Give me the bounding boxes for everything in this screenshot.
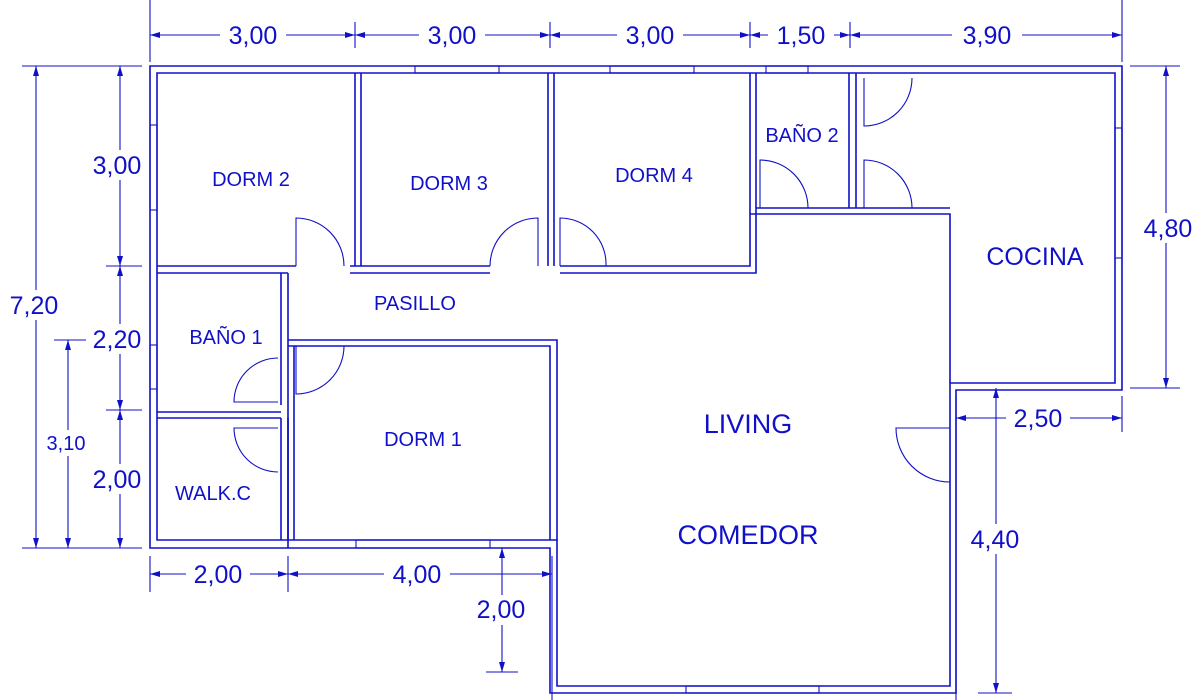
room-dorm4: DORM 4 xyxy=(615,165,693,187)
door-dorm4 xyxy=(559,217,607,267)
room-bano2: BAÑO 2 xyxy=(765,123,838,147)
room-bano1: BAÑO 1 xyxy=(189,325,262,349)
door-living xyxy=(895,427,951,483)
doors xyxy=(233,77,951,483)
dim-right-top: 4,80 xyxy=(1144,215,1193,243)
dim-top-5: 3,90 xyxy=(963,22,1012,50)
partition-bano1-walkc xyxy=(157,411,289,540)
window-bano2 xyxy=(765,65,809,74)
dimension-arrows xyxy=(33,32,1169,693)
dim-left-2: 2,20 xyxy=(93,326,142,354)
door-cocina xyxy=(863,159,913,209)
partition-dorm2-dorm3 xyxy=(354,73,362,266)
room-dorm1: DORM 1 xyxy=(384,429,462,451)
dimension-labels: 3,00 3,00 3,00 1,50 3,90 7,20 3,00 2,20 … xyxy=(2,20,1200,625)
window-cocina xyxy=(1114,127,1123,259)
dim-left-total: 7,20 xyxy=(10,292,59,320)
dim-top-2: 3,00 xyxy=(428,22,477,50)
dim-right-step: 2,50 xyxy=(1014,405,1063,433)
dim-left-3: 2,00 xyxy=(93,466,142,494)
room-dorm2: DORM 2 xyxy=(212,169,290,191)
dim-bottom-1: 2,00 xyxy=(194,561,243,589)
partition-dorm1-top xyxy=(288,345,551,540)
dim-bottom-2: 4,00 xyxy=(393,561,442,589)
room-pasillo: PASILLO xyxy=(374,293,456,315)
window-dorm3 xyxy=(414,65,500,74)
room-walkc: WALK.C xyxy=(175,483,251,505)
room-labels: DORM 2 DORM 3 DORM 4 BAÑO 2 COCINA PASIL… xyxy=(175,123,1084,550)
room-dorm3: DORM 3 xyxy=(410,173,488,195)
door-cocina-top xyxy=(863,77,913,127)
window-dorm2 xyxy=(149,124,158,211)
bedrooms-bottom-wall-inner xyxy=(157,207,950,274)
dim-bottom-offset: 2,00 xyxy=(477,596,526,624)
windows xyxy=(149,65,1123,694)
room-living: LIVING xyxy=(704,409,793,439)
dim-top-4: 1,50 xyxy=(777,22,826,50)
door-bano2 xyxy=(759,159,809,209)
window-dorm4 xyxy=(609,65,695,74)
dimension-lines xyxy=(22,0,1180,700)
window-dorm1 xyxy=(355,539,491,549)
room-comedor: COMEDOR xyxy=(678,520,819,550)
room-cocina: COCINA xyxy=(986,243,1084,271)
partition-dorm4-bano2 xyxy=(749,73,757,214)
dim-right-bottom: 4,40 xyxy=(971,526,1020,554)
door-bano1 xyxy=(233,357,279,403)
door-dorm1 xyxy=(295,345,345,395)
dim-left-inner: 3,10 xyxy=(47,433,86,455)
window-bano1 xyxy=(149,344,158,390)
partition-dorm3-dorm4 xyxy=(547,73,555,266)
door-dorm2 xyxy=(295,217,345,267)
door-walkc xyxy=(233,427,279,473)
dim-top-3: 3,00 xyxy=(626,22,675,50)
dim-left-1: 3,00 xyxy=(93,152,142,180)
door-dorm3 xyxy=(489,217,539,267)
window-living xyxy=(685,685,820,694)
dim-top-1: 3,00 xyxy=(229,22,278,50)
partition-bano2-cocina xyxy=(848,73,857,208)
